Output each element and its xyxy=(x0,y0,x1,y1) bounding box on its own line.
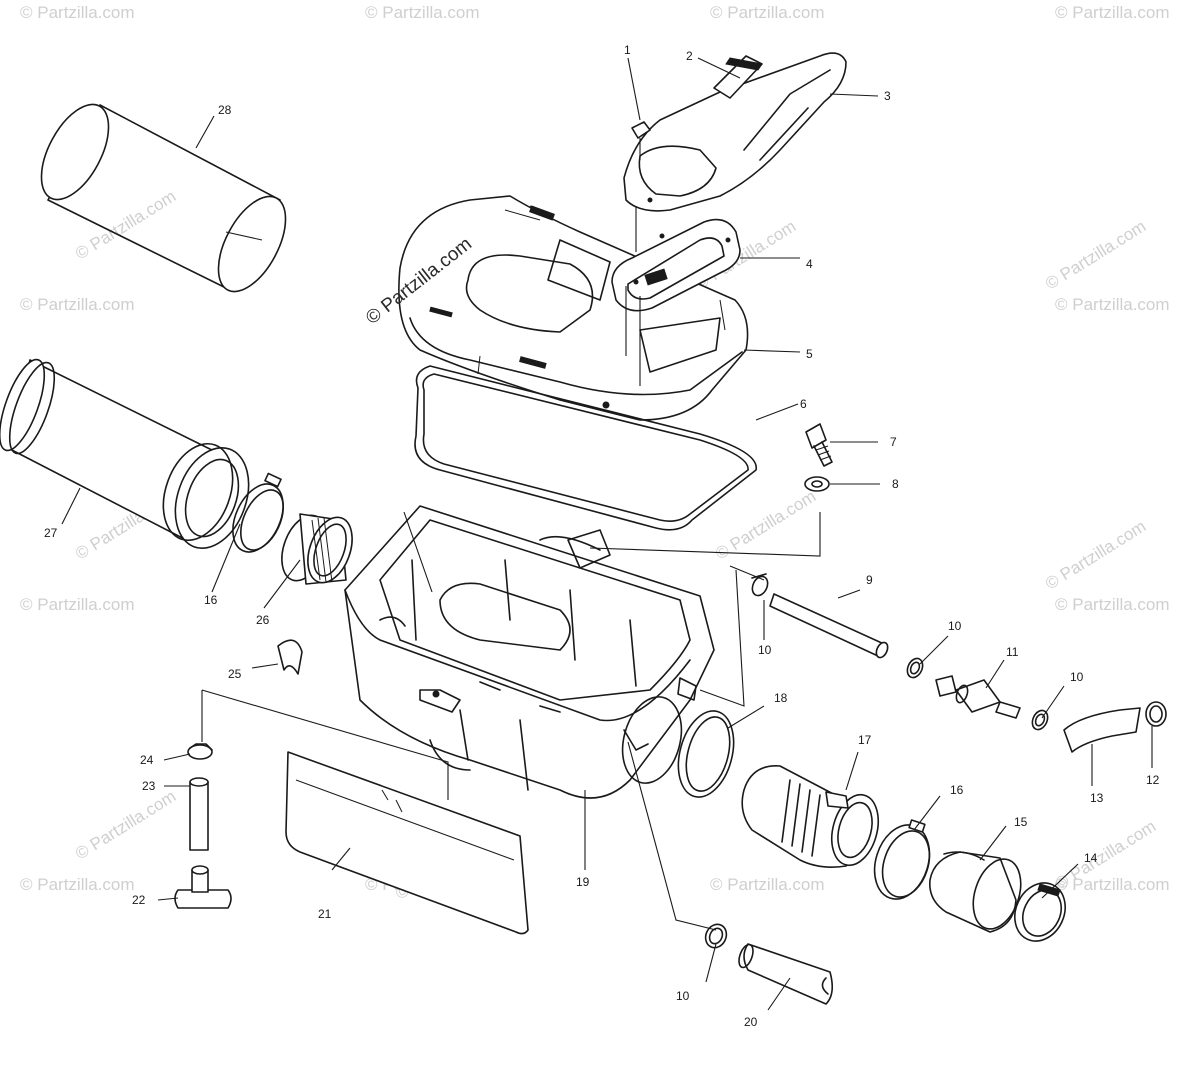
label-2: 2 xyxy=(686,49,693,63)
part-13-hose xyxy=(1063,707,1141,753)
part-15-cone xyxy=(929,851,1022,933)
label-10-b: 10 xyxy=(948,619,962,633)
watermark: © Partzilla.com xyxy=(72,787,179,864)
watermark: © Partzilla.com xyxy=(1055,3,1170,22)
label-8: 8 xyxy=(892,477,899,491)
label-1: 1 xyxy=(624,43,631,57)
label-21: 21 xyxy=(318,907,332,921)
part-19-airbox xyxy=(344,505,715,799)
part-1-screw xyxy=(631,121,651,160)
watermark: © Partzilla.com xyxy=(1042,217,1149,294)
watermark: © Partzilla.com xyxy=(1055,875,1170,894)
watermark: © Partzilla.com xyxy=(20,295,135,314)
label-7: 7 xyxy=(890,435,897,449)
part-7-bolt xyxy=(805,423,833,467)
watermark: © Partzilla.com xyxy=(710,875,825,894)
watermark: © Partzilla.com xyxy=(20,595,135,614)
label-23: 23 xyxy=(142,779,156,793)
part-10-clamp-c xyxy=(1031,709,1049,731)
part-20-hose xyxy=(738,943,834,1005)
watermark: © Partzilla.com xyxy=(710,3,825,22)
label-14: 14 xyxy=(1084,851,1098,865)
label-11: 11 xyxy=(1006,645,1019,659)
label-24: 24 xyxy=(140,753,154,767)
part-11-check-valve xyxy=(935,675,1021,719)
part-4-cover-plate xyxy=(611,218,741,312)
part-labels: 1 2 3 4 5 6 7 8 9 10 10 11 10 12 13 14 1… xyxy=(44,43,1160,1029)
part-10-clamp-b xyxy=(906,657,924,679)
label-10-a: 10 xyxy=(758,643,772,657)
label-22: 22 xyxy=(132,893,146,907)
part-27-air-filter xyxy=(0,358,250,550)
part-17-intake-boot xyxy=(741,765,880,868)
label-19: 19 xyxy=(576,875,590,889)
watermark: © Partzilla.com xyxy=(20,875,135,894)
part-5-airbox-cover xyxy=(398,195,749,421)
part-28-prefilter-sleeve xyxy=(40,103,287,293)
part-18-o-ring xyxy=(677,710,735,798)
part-9-drain-hose xyxy=(769,593,889,659)
part-16-clamp-a xyxy=(232,472,284,553)
part-6-gasket xyxy=(414,365,757,531)
label-27: 27 xyxy=(44,526,58,540)
leader-lines xyxy=(61,57,1153,1011)
label-12: 12 xyxy=(1146,773,1160,787)
label-10-d: 10 xyxy=(676,989,690,1003)
watermark: © Partzilla.com xyxy=(1055,595,1170,614)
part-8-washer xyxy=(804,476,830,492)
watermark: © Partzilla.com xyxy=(365,3,480,22)
label-26: 26 xyxy=(256,613,270,627)
label-28: 28 xyxy=(218,103,232,117)
label-18: 18 xyxy=(774,691,788,705)
label-5: 5 xyxy=(806,347,813,361)
label-10-c: 10 xyxy=(1070,670,1084,684)
label-17: 17 xyxy=(858,733,872,747)
watermark: © Partzilla.com xyxy=(712,487,819,564)
label-25: 25 xyxy=(228,667,242,681)
part-26-coupler xyxy=(281,513,353,585)
part-25-clip xyxy=(277,639,303,675)
part-24-drain-fitting xyxy=(187,743,213,760)
part-3-intake-duct xyxy=(623,52,847,212)
leader-8 xyxy=(589,512,821,557)
part-10-clamp-d xyxy=(704,923,728,949)
part-23-drain-tube xyxy=(189,777,209,851)
part-10-clamp-a xyxy=(751,573,769,597)
part-22-tee-fitting xyxy=(174,865,232,909)
label-9: 9 xyxy=(866,573,873,587)
watermark: © Partzilla.com xyxy=(20,3,135,22)
part-21-panel xyxy=(285,751,529,935)
watermark: © Partzilla.com xyxy=(1055,295,1170,314)
label-3: 3 xyxy=(884,89,891,103)
label-20: 20 xyxy=(744,1015,758,1029)
label-15: 15 xyxy=(1014,815,1028,829)
label-13: 13 xyxy=(1090,791,1104,805)
label-16-a: 16 xyxy=(950,783,964,797)
watermark: © Partzilla.com xyxy=(1042,517,1149,594)
label-16-b: 16 xyxy=(204,593,218,607)
label-6: 6 xyxy=(800,397,807,411)
watermark: © Partzilla.com xyxy=(72,187,179,264)
part-12-clamp xyxy=(1145,701,1167,727)
label-4: 4 xyxy=(806,257,813,271)
